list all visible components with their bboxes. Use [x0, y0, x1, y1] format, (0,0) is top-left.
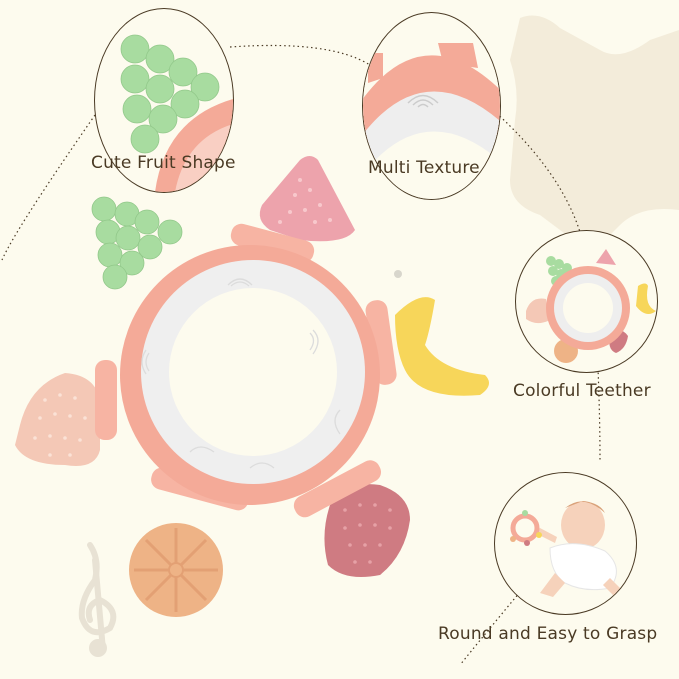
ring-texture-closeup-icon: [363, 43, 500, 199]
watermelon-attachment: [259, 156, 355, 242]
feature-label-colorful-teether: Colorful Teether: [513, 381, 651, 401]
teether-full-view-icon: [526, 249, 656, 363]
feature-label-cute-fruit-shape: Cute Fruit Shape: [91, 153, 236, 173]
feature-label-multi-texture: Multi Texture: [368, 158, 480, 178]
grape-closeup-icon: [120, 34, 233, 192]
callout-round-easy-grasp: [494, 472, 637, 615]
callout-multi-texture: [362, 12, 501, 200]
callout-colorful-teether: [515, 230, 658, 373]
peach-attachment: [15, 373, 100, 466]
star-decoration-icon: [510, 15, 679, 242]
feature-label-round-easy-grasp: Round and Easy to Grasp: [438, 624, 658, 644]
decorative-dot: [394, 270, 402, 278]
banana-attachment: [395, 297, 489, 396]
treble-clef-icon: [78, 542, 117, 657]
dotted-connector-arc: [1, 44, 601, 666]
callout-cute-fruit-shape: [94, 8, 234, 193]
baby-holding-teether-icon: [510, 501, 623, 597]
grape-attachment: [91, 196, 183, 290]
strawberry-attachment: [324, 484, 410, 578]
orange-slice-attachment: [129, 523, 223, 617]
